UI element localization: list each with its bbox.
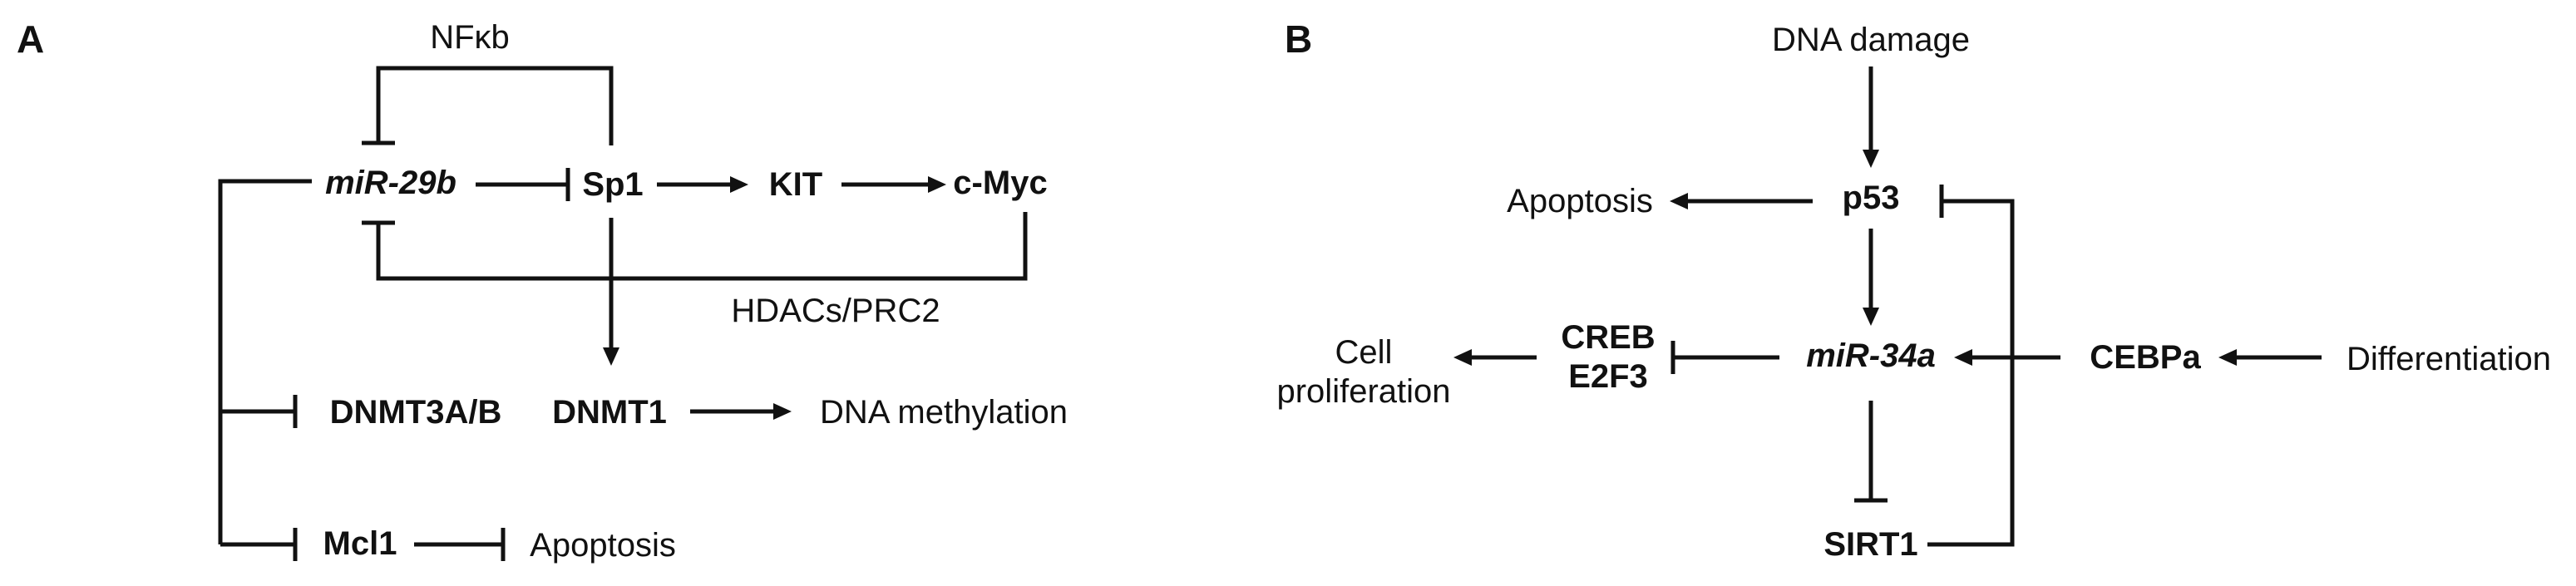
label-apoptosis-b: Apoptosis [1507,183,1653,219]
node-mcl1: Mcl1 [323,525,397,562]
arrowhead-dna-methylation [773,403,792,420]
node-cebpa: CEBPa [2090,339,2201,376]
label-nfkb: NFκb [430,19,510,56]
node-mir29b: miR-29b [325,165,456,201]
node-sp1: Sp1 [582,166,644,203]
node-dnmt3ab: DNMT3A/B [329,394,502,431]
arrowhead-dnmt1 [603,347,619,366]
arrowhead-cell-proliferation [1453,349,1472,366]
node-creb-e2f3: CREB E2F3 [1561,318,1655,396]
label-dna-methylation: DNA methylation [820,394,1068,431]
label-hdacs-prc2: HDACs/PRC2 [731,293,940,329]
panel-label-b: B [1285,17,1313,61]
node-sirt1: SIRT1 [1823,526,1918,563]
label-apoptosis-a: Apoptosis [530,527,676,564]
panel-label-a: A [17,17,45,61]
node-mir34a: miR-34a [1806,337,1936,374]
node-cmyc: c-Myc [953,165,1048,201]
edge-sp1-inhibits-mir29b [376,66,614,145]
node-kit: KIT [768,166,823,203]
label-proliferation: proliferation [1276,373,1451,410]
node-e2f3: E2F3 [1568,358,1648,395]
node-dnmt1: DNMT1 [552,394,667,431]
edge-cmyc-inhibits-mir29b [376,212,1028,281]
node-p53: p53 [1842,180,1900,216]
node-creb: CREB [1561,318,1656,356]
label-dna-damage: DNA damage [1772,22,1970,58]
arrowhead-mir34a-right [1954,349,1972,366]
edge-sirt1-inhibits-p53 [1927,199,2015,547]
arrowhead-cebpa [2218,349,2237,366]
edge-mir29b-bracket [218,179,312,544]
arrowhead-kit [730,176,748,193]
arrowhead-p53 [1863,150,1879,168]
arrowhead-mir34a-top [1863,308,1879,326]
label-differentiation: Differentiation [2346,341,2552,377]
label-cell-proliferation: Cell proliferation [1276,333,1450,411]
arrowhead-apoptosis-b [1670,193,1688,209]
arrowhead-cmyc [928,176,946,193]
label-cell: Cell [1335,333,1393,371]
